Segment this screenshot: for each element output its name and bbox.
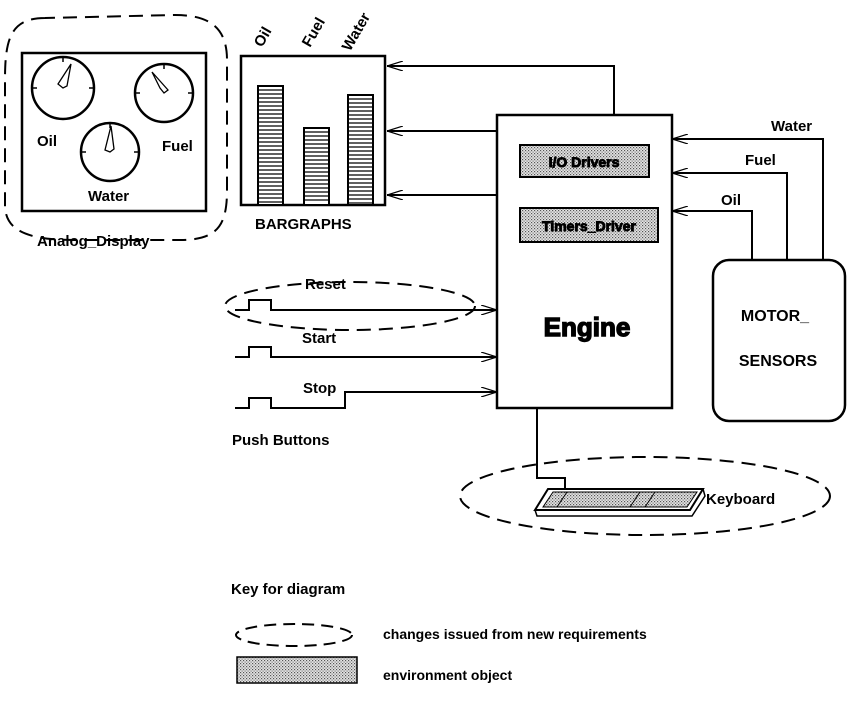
push-buttons-caption: Push Buttons: [232, 432, 330, 449]
reset-change-outline: [224, 281, 476, 331]
stop-signal-line: [291, 392, 497, 409]
motor-sensors-label-line1: MOTOR_: [741, 308, 810, 325]
oil-gauge-label: Oil: [37, 133, 57, 150]
keyboard-change-outline: [459, 456, 831, 536]
legend-environment-label: environment object: [383, 667, 512, 683]
engine-to-bargraph-connectors: [387, 66, 615, 195]
water-gauge: [79, 121, 141, 183]
fuel-signal-line: [672, 173, 788, 260]
legend-changes-label: changes issued from new requirements: [383, 626, 647, 642]
bargraph-bar-oil: [257, 85, 284, 206]
bargraph-bar-fuel: [303, 127, 330, 206]
io-drivers-box: [519, 144, 650, 178]
fuel-gauge-label: Fuel: [162, 138, 193, 155]
legend-title: Key for diagram: [231, 581, 345, 598]
push-buttons: Reset Start Stop Push Buttons: [224, 276, 497, 449]
keyboard-icon: [533, 488, 706, 517]
oil-signal-label: Oil: [721, 192, 741, 209]
timers-driver-label: Timers_Driver: [542, 218, 636, 234]
oil-gauge: [30, 55, 96, 121]
bargraph-label-fuel: Fuel: [299, 15, 329, 50]
water-gauge-label: Water: [88, 188, 129, 205]
stop-button-label: Stop: [303, 380, 336, 397]
motor-sensors-box: [711, 258, 847, 423]
start-button-label: Start: [302, 330, 336, 347]
analog-display-title: Analog_Display: [37, 233, 150, 250]
analog-display: Oil Fuel Water Analog_Display: [4, 13, 228, 250]
keyboard-cable: [536, 408, 566, 489]
fuel-signal-label: Fuel: [745, 152, 776, 169]
reset-button-symbol: [235, 299, 291, 311]
keyboard: Keyboard: [459, 408, 831, 536]
reset-button-label: Reset: [305, 276, 346, 293]
start-button-symbol: [235, 346, 291, 358]
legend-environment-symbol: [236, 656, 358, 684]
bargraphs: Oil Fuel Water BARGRAPHS: [239, 10, 387, 233]
legend: Key for diagram changes issued from new …: [231, 581, 647, 684]
engine-title: Engine: [544, 312, 631, 342]
bargraphs-title: BARGRAPHS: [255, 216, 352, 233]
timers-driver-box: [519, 207, 659, 243]
motor-sensors: MOTOR_ SENSORS Water Fuel Oil: [672, 118, 847, 423]
engine: I/O Drivers Timers_Driver Engine: [495, 113, 674, 410]
stop-button-symbol: [235, 397, 291, 409]
bargraph-bars: [257, 85, 374, 206]
io-drivers-label: I/O Drivers: [549, 154, 620, 170]
keyboard-label: Keyboard: [706, 491, 775, 508]
water-signal-line: [672, 139, 824, 260]
fuel-gauge: [133, 62, 195, 124]
oil-signal-line: [672, 211, 753, 260]
bargraph-label-water: Water: [339, 10, 374, 54]
analog-display-change-outline: [4, 13, 228, 241]
water-signal-label: Water: [771, 118, 812, 135]
bargraph-label-oil: Oil: [251, 24, 276, 50]
motor-sensors-label-line2: SENSORS: [739, 353, 818, 370]
bargraph-bar-water: [347, 94, 374, 206]
legend-changes-symbol: [235, 623, 353, 647]
